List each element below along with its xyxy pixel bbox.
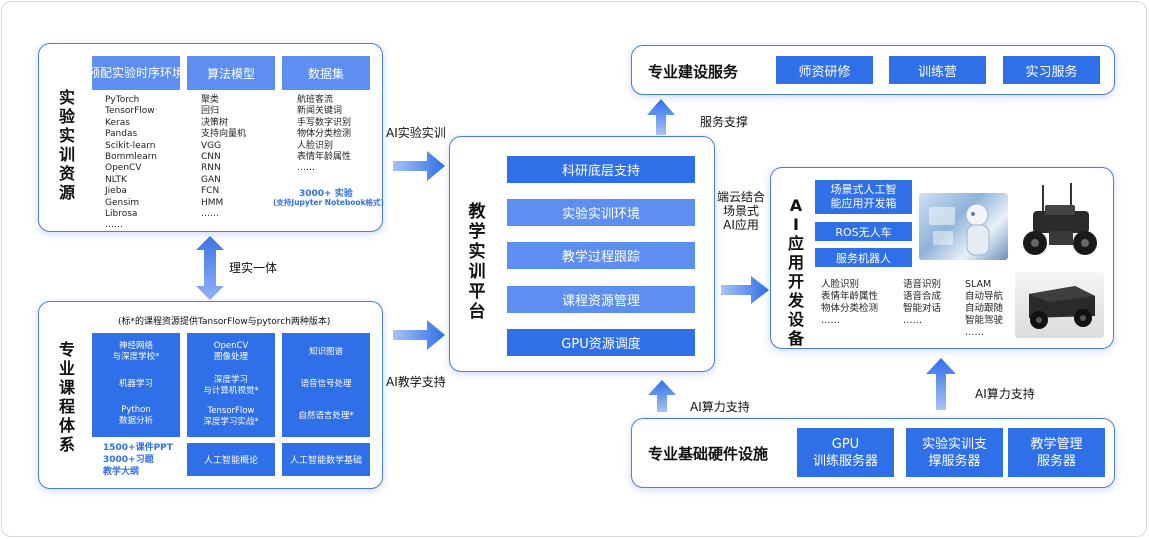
title-char: 训 [58, 145, 75, 164]
title-char: 开 [787, 272, 804, 291]
title-char: 学 [468, 222, 486, 242]
ros-car-image [1015, 181, 1104, 267]
course-item: OpenCV 图像处理 [213, 341, 249, 362]
service-support-label: 服务支撑 [700, 115, 749, 129]
title-char: 体 [58, 416, 75, 435]
title-char: 源 [58, 183, 75, 202]
title-char: 实 [58, 88, 75, 107]
theory-practice-label: 理实一体 [229, 261, 278, 275]
double-arrow-icon [196, 236, 224, 300]
course-item: TensorFlow 深度学习实战* [203, 406, 259, 427]
platform-item-lab-env: 实验实训环境 [507, 199, 695, 226]
services-title: 专业建设服务 [648, 63, 739, 81]
dataset-list: 航班客流 新闻关键词 手写数字识别 物体分类检测 人脸识别 表情年龄属性 …… [297, 95, 352, 174]
title-char: 台 [468, 302, 486, 322]
service-camp: 训练营 [889, 56, 986, 84]
platform-item-tracking: 教学过程跟踪 [507, 242, 695, 269]
title-char: 平 [468, 282, 486, 302]
device-dev-box: 场景式人工智 能应用开发箱 [815, 180, 912, 214]
title-char: 验 [58, 107, 75, 126]
course-column-2: OpenCV 图像处理 深度学习 与计算机视觉* TensorFlow 深度学习… [187, 333, 275, 437]
up-arrow-icon [926, 358, 956, 410]
service-internship: 实习服务 [1003, 56, 1100, 84]
ros-car-icon [1023, 183, 1097, 255]
title-char: 教 [468, 202, 486, 222]
title-char: 备 [787, 329, 804, 348]
right-arrow-icon [393, 320, 445, 350]
ai-lab-label: AI实验实训 [386, 126, 446, 140]
unmanned-vehicle-icon [1029, 286, 1095, 329]
title-char: 用 [787, 253, 804, 272]
compute-label-1: AI算力支持 [690, 400, 750, 414]
device-ros-car: ROS无人车 [815, 222, 912, 241]
device-speech-list: 语音识别 语音合成 智能对话 …… [903, 279, 942, 326]
intro-ai-chip: 人工智能概论 [187, 443, 275, 476]
hardware-mgmt-server: 教学管理 服务器 [1008, 428, 1105, 477]
course-stats: 1500+课件PPT 3000+习题 教学大纲 [103, 443, 173, 477]
cloud-edge-label: 端云结合 场景式 AI应用 [717, 190, 766, 232]
dataset-note: (支持Jupyter Notebook格式) [273, 198, 384, 207]
title-char: 实 [468, 242, 486, 262]
title-char: 专 [58, 340, 75, 359]
algo-list: 聚类 回归 决策树 支持向量机 VGG CNN RNN GAN FCN HMM … [201, 95, 247, 220]
platform-item-research: 科研底层支持 [507, 156, 695, 183]
course-item: 机器学习 [118, 379, 153, 389]
hardware-title: 专业基础硬件设施 [648, 445, 769, 463]
course-item: 知识图谱 [308, 347, 343, 357]
title-char: I [793, 215, 799, 234]
env-list: PyTorch TensorFlow Keras Pandas Scikit-l… [105, 95, 158, 231]
course-column-3: 知识图谱 语音信号处理 自然语言处理* [282, 333, 370, 437]
title-char: 应 [787, 234, 804, 253]
title-char: 实 [58, 126, 75, 145]
title-char: 训 [468, 262, 486, 282]
course-item: 语音信号处理 [300, 379, 352, 389]
service-teacher-training: 师资研修 [776, 56, 873, 84]
resource-title: 实验实训资源 [57, 88, 77, 202]
platform-item-gpu: GPU资源调度 [507, 329, 695, 356]
hardware-lab-server: 实验实训支 撑服务器 [906, 428, 1003, 477]
title-char: 发 [787, 291, 804, 310]
up-arrow-icon [647, 99, 675, 135]
up-arrow-icon [648, 380, 676, 412]
title-char: 资 [58, 164, 75, 183]
compute-label-2: AI算力支持 [975, 387, 1035, 401]
title-char: 系 [58, 435, 75, 454]
right-arrow-icon [721, 276, 769, 304]
course-item: 深度学习 与计算机视觉* [203, 375, 259, 396]
title-char: A [789, 196, 803, 215]
platform-item-resource-mgmt: 课程资源管理 [507, 286, 695, 313]
algo-header: 算法模型 [187, 56, 275, 90]
device-nav-list: SLAM 自动导航 自动跟随 智能驾驶 …… [965, 279, 1004, 338]
course-item: 神经网络 与深度学校* [112, 341, 160, 362]
curriculum-note: (标*的课程资源提供TansorFlow与pytorch两种版本) [118, 317, 331, 327]
platform-title: 教学实训平台 [467, 202, 487, 322]
ai-math-chip: 人工智能数学基础 [282, 443, 370, 476]
device-service-robot: 服务机器人 [815, 248, 912, 267]
dataset-header: 数据集 [282, 56, 370, 90]
unmanned-vehicle-image [1015, 272, 1104, 338]
ai-teaching-label: AI教学支持 [386, 375, 446, 389]
dataset-count: 3000+ 实验 [299, 189, 353, 199]
robot-image [919, 193, 1008, 260]
title-char: 程 [58, 397, 75, 416]
course-item: 自然语言处理* [298, 411, 354, 421]
device-vision-list: 人脸识别 表情年龄属性 物体分类检测 …… [821, 279, 879, 326]
course-column-1: 神经网络 与深度学校* 机器学习 Python 数据分析 [92, 333, 180, 437]
env-header: 预配实验时序环境 [88, 56, 184, 90]
course-item: Python 数据分析 [118, 405, 153, 426]
title-char: 业 [58, 359, 75, 378]
humanoid-robot-icon [929, 203, 990, 256]
title-char: 设 [787, 310, 804, 329]
curriculum-title: 专业课程体系 [57, 340, 77, 454]
hardware-gpu-server: GPU 训练服务器 [797, 428, 894, 477]
right-arrow-icon [393, 151, 445, 181]
title-char: 课 [58, 378, 75, 397]
